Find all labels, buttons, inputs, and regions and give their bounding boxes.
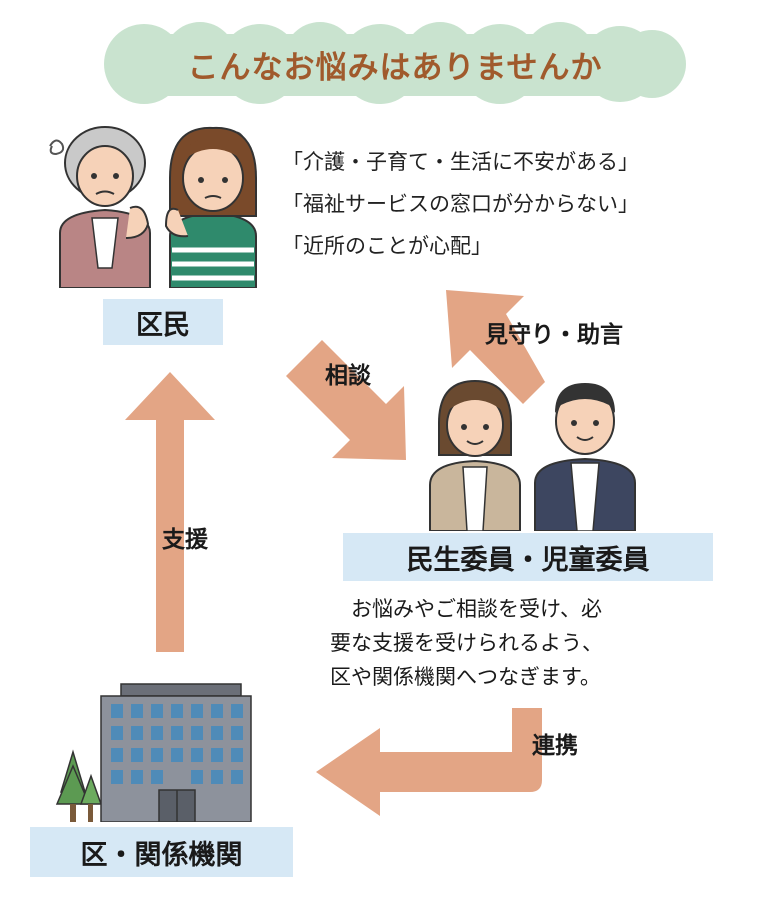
worry-quote: 「介護・子育て・生活に不安がある」 bbox=[282, 150, 639, 174]
commissioner-woman-icon bbox=[429, 379, 521, 531]
worried-woman-icon bbox=[164, 126, 257, 288]
agencies-label: 区・関係機関 bbox=[30, 827, 293, 877]
commissioners-illustration bbox=[429, 379, 636, 531]
office-building-icon bbox=[100, 683, 252, 822]
agencies-illustration bbox=[55, 683, 252, 822]
description-line: お悩みやご相談を受け、必 bbox=[330, 597, 602, 621]
consult-label: 相談 bbox=[325, 363, 371, 389]
link-label: 連携 bbox=[532, 733, 578, 759]
link-arrow bbox=[316, 708, 542, 816]
title-cloud bbox=[104, 22, 686, 104]
residents-illustration bbox=[49, 126, 257, 288]
worry-quote: 「福祉サービスの窓口が分からない」 bbox=[282, 192, 639, 216]
page-title: こんなお悩みはありませんか bbox=[187, 49, 603, 86]
commissioner-man-icon bbox=[534, 383, 636, 531]
watch-label: 見守り・助言 bbox=[485, 322, 623, 348]
worry-quote: 「近所のことが心配」 bbox=[282, 234, 492, 258]
support-arrow bbox=[125, 372, 215, 652]
description-line: 区や関係機関へつなぎます。 bbox=[330, 665, 601, 689]
residents-label: 区民 bbox=[103, 299, 223, 345]
tree-icon bbox=[55, 749, 103, 822]
description-line: 要な支援を受けられるよう、 bbox=[330, 631, 603, 655]
description: お悩みやご相談を受け、必 要な支援を受けられるよう、 区や関係機関へつなぎます。 bbox=[330, 592, 730, 694]
support-label: 支援 bbox=[162, 527, 208, 553]
worried-elderly-woman-icon bbox=[59, 126, 151, 288]
commissioners-label: 民生委員・児童委員 bbox=[343, 533, 713, 581]
